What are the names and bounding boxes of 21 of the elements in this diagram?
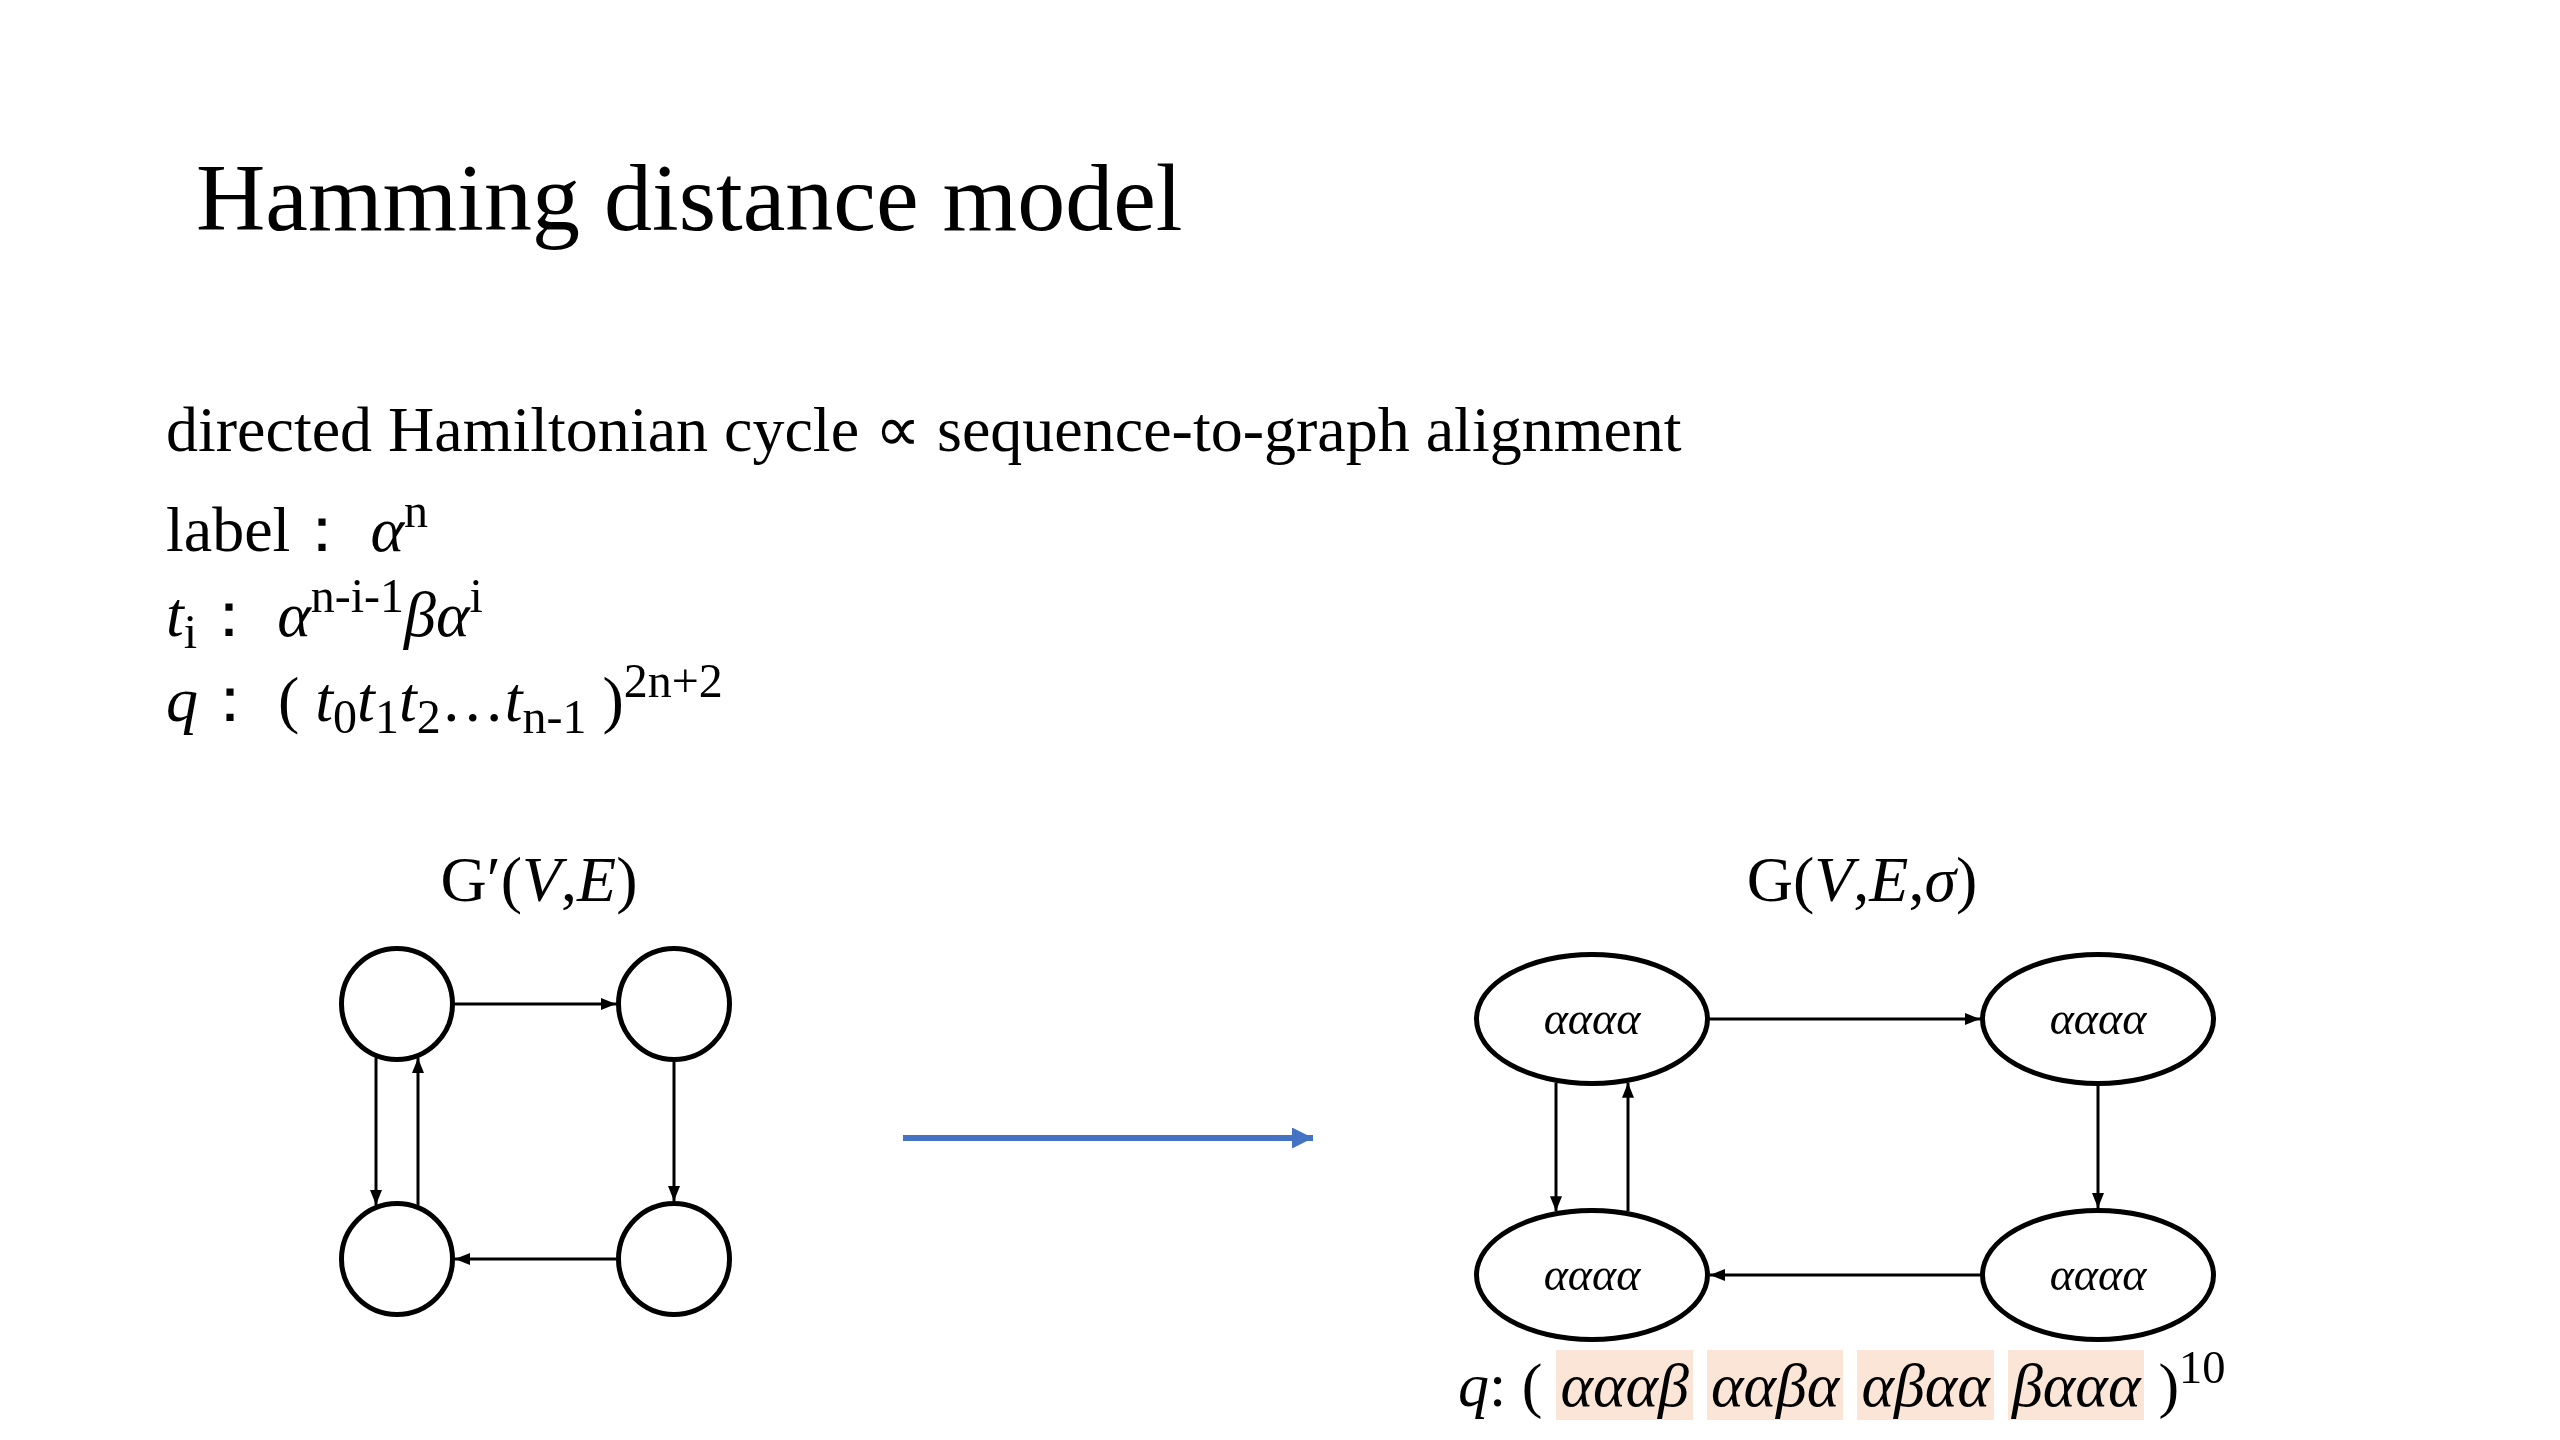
arrow	[668, 1062, 680, 1201]
arrow	[455, 998, 616, 1010]
arrow	[455, 1253, 616, 1265]
formula-text: t$_{i}$： α$^{n-i-1}$βα$^{i}$	[166, 575, 483, 655]
arrow	[1710, 1013, 1980, 1025]
query-segment: αααβ	[1556, 1350, 1693, 1420]
formula-text: q： ( t$_{0}$t$_{1}$t$_{2}$…t$_{n-1}$ )$^{2n+2}$	[166, 660, 723, 740]
statement-text: directed Hamiltonian cycle ∝ sequence-to-graph alignment	[166, 393, 1682, 467]
arrow	[1710, 1269, 1980, 1281]
query-segment: αβαα	[1857, 1350, 1994, 1420]
graph-heading: G′(V,E)	[440, 843, 638, 917]
node-label: αααα	[2049, 1252, 2147, 1298]
query-segment: ααβα	[1706, 1350, 1844, 1420]
query-segment: βααα	[2007, 1350, 2145, 1420]
arrow	[2092, 1086, 2104, 1208]
node-label: αααα	[1543, 1252, 1641, 1298]
node-label: αααα	[1543, 996, 1641, 1042]
formula-text: label： α$^{n}$	[166, 490, 428, 567]
graph-heading: G(V,E,σ)	[1746, 843, 1978, 917]
query-text: q: (	[1458, 1350, 1543, 1420]
node-label: αααα	[2049, 996, 2147, 1042]
